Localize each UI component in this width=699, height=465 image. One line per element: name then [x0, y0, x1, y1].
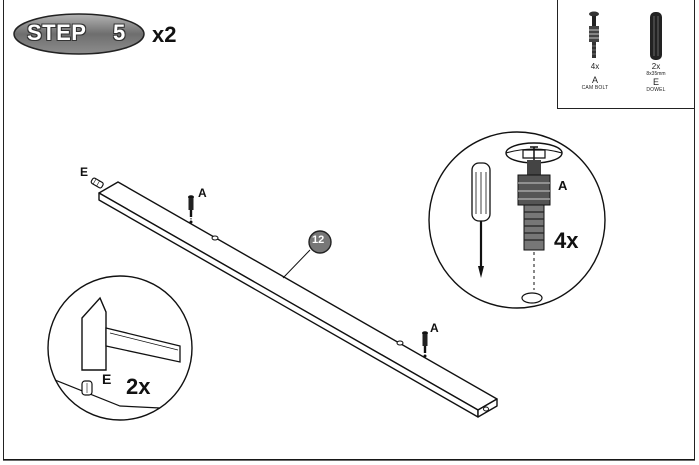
part-dowel: 2x 8x35mm E DOWEL	[638, 62, 674, 93]
board-12	[98, 181, 498, 418]
cam-bolt-detail	[428, 131, 606, 309]
part-letter: A	[591, 75, 598, 85]
parts-box: 4x A CAM BOLT 2x 8x35mm E DOWEL	[557, 0, 695, 109]
dowel-e	[90, 177, 104, 189]
part-letter: E	[652, 77, 659, 87]
hammer-icon	[81, 296, 181, 371]
parts-icons	[589, 11, 662, 60]
part-cam-bolt: 4x A CAM BOLT	[578, 62, 612, 91]
step-badge-oval	[13, 13, 145, 55]
step-quantity: x2	[152, 22, 177, 47]
part-name: CAM BOLT	[581, 85, 609, 91]
screwdriver-icon	[471, 162, 491, 278]
cam-bolt-a-2	[422, 331, 428, 353]
step-word: STEP	[27, 20, 87, 45]
cam-bolt-a-label-1: A	[198, 186, 207, 200]
part-qty: 4x	[590, 62, 600, 71]
dowel-icon	[650, 12, 662, 60]
part-qty: 2x	[651, 62, 661, 71]
zoom-dowel-label: E	[102, 371, 112, 387]
step-badge: STEP 5	[13, 12, 146, 56]
zoom-cam-qty: 4x	[554, 228, 579, 253]
dowel-detail	[47, 275, 193, 421]
cam-bolt-icon	[589, 11, 599, 58]
step-number: 5	[113, 20, 126, 45]
cam-bolt-large-icon	[505, 142, 563, 304]
zoom-cam-label: A	[558, 178, 568, 193]
zoom-dowel-qty: 2x	[126, 374, 151, 399]
cam-bolt-a-1	[188, 195, 194, 217]
dowel-e-label: E	[80, 165, 89, 179]
cam-bolt-a-label-2: A	[430, 321, 439, 335]
part-size: 8x35mm	[646, 71, 666, 77]
part-number-circle	[308, 230, 332, 254]
part-number: 12	[312, 234, 325, 246]
part-name: DOWEL	[646, 87, 666, 93]
